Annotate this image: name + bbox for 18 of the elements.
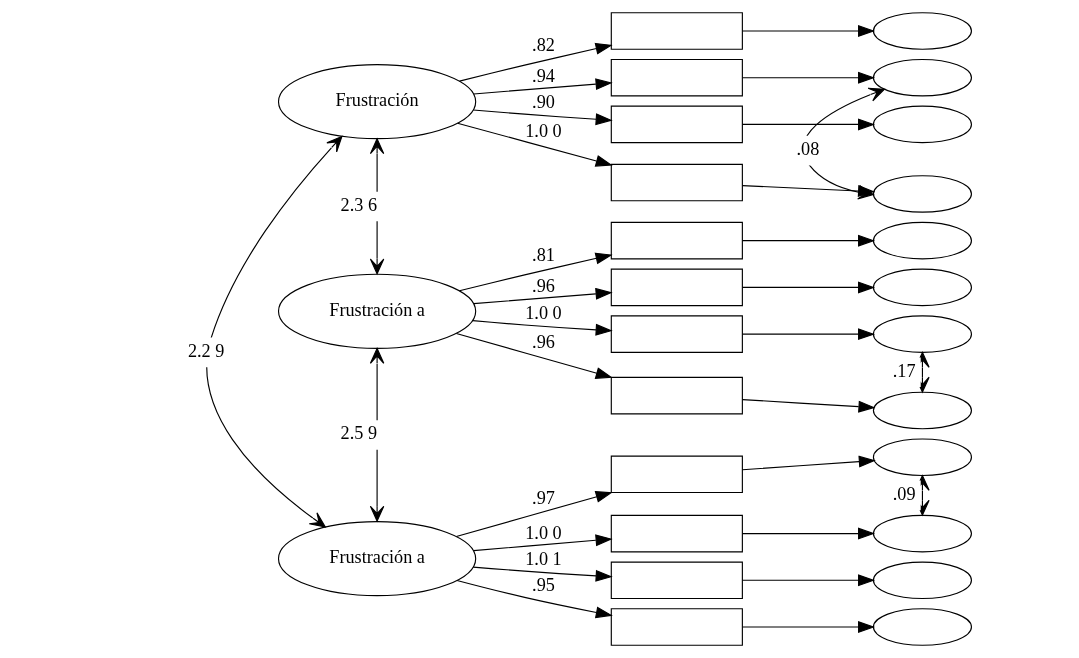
- edge-label: .97: [532, 487, 555, 508]
- edge-label: 1.0 0: [525, 303, 562, 324]
- edge-label: .95: [532, 575, 555, 596]
- edge-label: .82: [532, 35, 555, 56]
- edge-label: 2.2 9: [187, 340, 225, 361]
- edge-label: 2.3 6: [340, 194, 378, 215]
- edge-label: .90: [532, 92, 555, 113]
- edge-label: .96: [532, 275, 555, 296]
- edge-label: .81: [532, 244, 555, 265]
- edge-label: .09: [892, 483, 916, 504]
- edge-label: 1.0 0: [525, 120, 562, 141]
- edge-label: .94: [532, 66, 555, 87]
- edge-label: 2.5 9: [340, 423, 378, 444]
- edge-label: 1.0 0: [525, 523, 562, 544]
- edge-label: .08: [796, 138, 820, 159]
- edge-label: 1.0 1: [525, 549, 562, 570]
- edge-label: .96: [532, 331, 555, 352]
- edge-label: .17: [892, 360, 916, 381]
